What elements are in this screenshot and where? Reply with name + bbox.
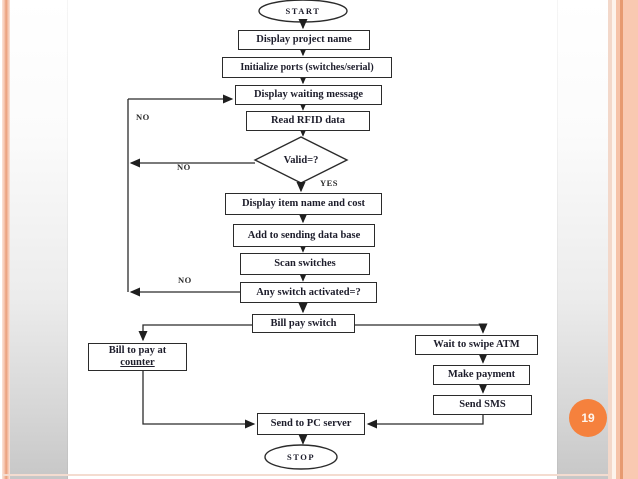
flow-node-make-payment: Make payment bbox=[433, 365, 530, 385]
flow-node-initialize-ports: Initialize ports (switches/serial) bbox=[222, 57, 392, 78]
flow-node-stop: STOP bbox=[286, 452, 316, 462]
flow-node-start: START bbox=[285, 6, 321, 16]
bill-counter-line1: Bill to pay at bbox=[108, 345, 167, 356]
stop-oval bbox=[264, 444, 338, 470]
flow-node-read-rfid-data: Read RFID data bbox=[246, 111, 370, 131]
flow-node-display-project-name: Display project name bbox=[238, 30, 370, 50]
flow-node-display-item-name-cost: Display item name and cost bbox=[225, 193, 382, 215]
right-accent-stripe bbox=[612, 0, 616, 479]
edge-label-no-loop: NO bbox=[136, 112, 150, 122]
flow-node-valid: Valid=? bbox=[283, 154, 319, 166]
flow-node-wait-to-swipe-atm: Wait to swipe ATM bbox=[415, 335, 538, 355]
flow-node-send-sms: Send SMS bbox=[433, 395, 532, 415]
flow-node-scan-switches: Scan switches bbox=[240, 253, 370, 275]
page-number: 19 bbox=[581, 411, 595, 425]
right-accent-stripe bbox=[616, 0, 620, 479]
flow-node-send-to-pc-server: Send to PC server bbox=[257, 413, 365, 435]
right-accent-stripe bbox=[623, 0, 638, 479]
flow-node-any-switch-activated: Any switch activated=? bbox=[240, 282, 377, 303]
left-accent-stripe bbox=[2, 0, 10, 479]
edge-label-no-switch: NO bbox=[178, 275, 192, 285]
bill-counter-line2: counter bbox=[120, 357, 155, 368]
flow-node-bill-to-pay-at-counter: Bill to pay at counter bbox=[88, 343, 187, 371]
flow-node-add-to-sending-database: Add to sending data base bbox=[233, 224, 375, 247]
page-number-badge: 19 bbox=[569, 399, 607, 437]
edge-label-yes: YES bbox=[320, 178, 339, 188]
flow-node-bill-pay-switch: Bill pay switch bbox=[252, 314, 355, 333]
right-accent-stripe bbox=[620, 0, 623, 479]
edge-label-no-valid: NO bbox=[177, 162, 191, 172]
left-gradient-column bbox=[10, 0, 68, 479]
flow-node-display-waiting-message: Display waiting message bbox=[235, 85, 382, 105]
right-accent-stripe bbox=[608, 0, 612, 479]
bottom-divider bbox=[2, 474, 608, 476]
